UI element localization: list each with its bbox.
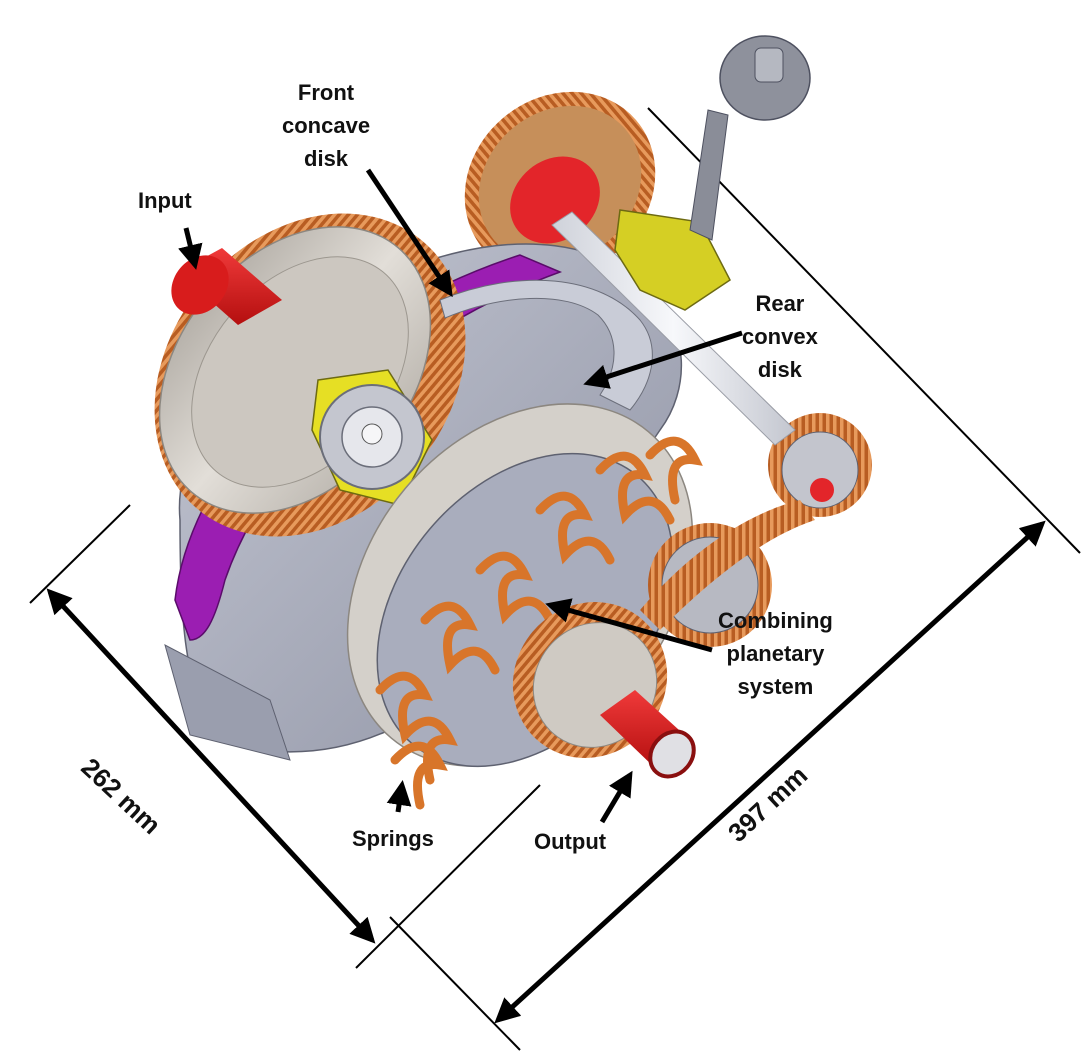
front-concave-disk-line-1: Front xyxy=(297,80,355,105)
rear-convex-disk-line-3: disk xyxy=(757,357,802,382)
springs-group xyxy=(375,436,703,810)
extension-line-bottom xyxy=(389,916,521,1051)
housing-lower-block xyxy=(164,644,291,761)
idler-gear-face xyxy=(781,431,859,509)
label-output: Output xyxy=(534,829,607,854)
extension-line-bottom-left xyxy=(355,784,541,969)
control-rod xyxy=(551,211,796,446)
arrow-output xyxy=(599,770,633,824)
gear-chain xyxy=(640,500,815,630)
spring-3 xyxy=(475,551,555,625)
extension-line-top xyxy=(647,107,1081,554)
label-input: Input xyxy=(138,188,192,213)
spring-5 xyxy=(595,451,675,525)
spring-6 xyxy=(645,436,703,505)
arrow-combining-planetary-system xyxy=(545,598,713,653)
spring-7 xyxy=(390,741,448,810)
combining-planetary-system-line-3: system xyxy=(737,674,814,699)
label-springs: Springs xyxy=(352,826,434,851)
rear-convex-disk-line-1: Rear xyxy=(755,291,805,316)
combining-planetary-system-line-1: Combining xyxy=(718,608,833,633)
idler-gear-hub xyxy=(810,478,834,502)
extension-line-left xyxy=(29,504,131,604)
label-combining-planetary-system: Combining planetary system xyxy=(718,604,833,703)
arrow-rear-convex-disk xyxy=(583,330,743,389)
actuator-pin xyxy=(754,47,784,83)
combining-planetary-system-line-2: planetary xyxy=(726,641,825,666)
arrow-input xyxy=(178,227,203,270)
input-shaft-end xyxy=(171,255,229,315)
spring-1 xyxy=(375,671,458,785)
front-concave-disk-line-3: disk xyxy=(304,146,349,171)
dimension-arrow-262 xyxy=(46,588,376,944)
output-shaft-end xyxy=(648,729,696,779)
label-rear-convex-disk: Rear convex disk xyxy=(742,287,818,386)
label-front-concave-disk: Front concave disk xyxy=(282,76,370,175)
dimension-arrow-397 xyxy=(494,520,1046,1024)
front-concave-disk-line-2: concave xyxy=(282,113,371,138)
rear-convex-disk-line-2: convex xyxy=(742,324,818,349)
spring-4 xyxy=(535,491,615,565)
arrow-springs xyxy=(386,780,412,813)
arrow-front-concave-disk xyxy=(365,168,453,298)
callout-arrows xyxy=(178,168,743,824)
actuator-arm xyxy=(689,109,729,241)
center-bore xyxy=(361,423,383,445)
rear-convex-disk xyxy=(439,279,653,411)
spring-2 xyxy=(420,601,500,675)
transmission-assembly xyxy=(154,35,872,810)
